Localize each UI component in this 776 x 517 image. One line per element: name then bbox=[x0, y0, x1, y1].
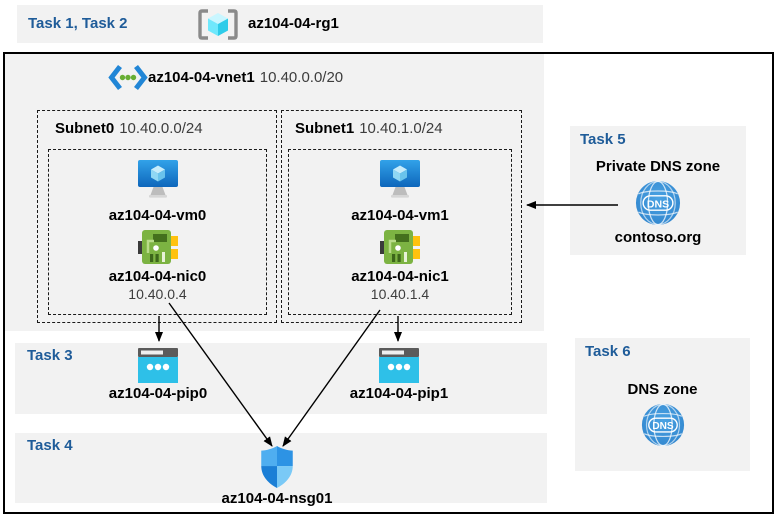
task3-band bbox=[15, 343, 547, 414]
pip0-label: az104-04-pip0 bbox=[108, 385, 208, 402]
subnet0-box bbox=[37, 110, 277, 323]
dns-zone-icon: DNS bbox=[641, 403, 684, 447]
vnet-cidr: 10.40.0.0/20 bbox=[259, 69, 344, 86]
subnet1-cidr: 10.40.1.0/24 bbox=[359, 120, 443, 137]
nsg-group: az104-04-nsg01 bbox=[197, 446, 357, 507]
subnet0-cidr: 10.40.0.0/24 bbox=[119, 120, 203, 137]
resource-group-band bbox=[17, 5, 543, 43]
task6-label: Task 6 bbox=[585, 343, 631, 360]
network-interface-icon bbox=[137, 230, 178, 264]
nic0-ip: 10.40.0.4 bbox=[128, 286, 187, 302]
virtual-machine-icon bbox=[137, 160, 178, 198]
nic1-ip: 10.40.1.4 bbox=[370, 286, 430, 302]
subnet0-name: Subnet0 bbox=[55, 120, 115, 137]
pip1-label: az104-04-pip1 bbox=[349, 385, 449, 402]
nsg-label: az104-04-nsg01 bbox=[221, 490, 333, 507]
network-interface-icon bbox=[380, 230, 420, 264]
task4-label: Task 4 bbox=[27, 437, 73, 454]
vm1-boundary-box bbox=[288, 149, 512, 315]
vm0-boundary-box bbox=[48, 149, 267, 315]
private-dns-group: Private DNS zone DNS contoso.org bbox=[570, 158, 746, 246]
task-1-2-label: Task 1, Task 2 bbox=[28, 15, 128, 32]
public-ip-icon bbox=[379, 348, 419, 383]
subnet1-box bbox=[281, 110, 522, 323]
virtual-network-icon bbox=[108, 64, 148, 91]
vm0-label: az104-04-vm0 bbox=[108, 207, 207, 224]
dns-icon-text: DNS bbox=[652, 421, 674, 432]
resource-group-icon bbox=[198, 9, 238, 40]
task3-label: Task 3 bbox=[27, 347, 73, 364]
subnet1-name: Subnet1 bbox=[295, 120, 355, 137]
resource-group-name: az104-04-rg1 bbox=[248, 15, 339, 32]
task5-label: Task 5 bbox=[580, 131, 626, 148]
vm1-group: az104-04-vm1 az104-04-nic1 10.40.1.4 bbox=[288, 149, 512, 302]
public-ip-icon bbox=[138, 348, 178, 383]
dns-zone-group: DNS zone DNS bbox=[575, 381, 750, 447]
virtual-machine-icon bbox=[380, 160, 420, 198]
pip0-group: az104-04-pip0 bbox=[98, 348, 218, 402]
dns-zone-title: DNS zone bbox=[627, 381, 698, 398]
vnet-name: az104-04-vnet1 bbox=[148, 69, 255, 86]
private-dns-title: Private DNS zone bbox=[595, 158, 721, 175]
vnet-region bbox=[5, 54, 544, 331]
nic0-label: az104-04-nic0 bbox=[108, 268, 207, 285]
nic1-label: az104-04-nic1 bbox=[351, 268, 449, 285]
private-dns-zone-name: contoso.org bbox=[614, 229, 702, 246]
network-security-group-icon bbox=[261, 446, 293, 488]
pip1-group: az104-04-pip1 bbox=[339, 348, 459, 402]
dns-icon-text: DNS bbox=[647, 198, 669, 210]
vm0-group: az104-04-vm0 az104-04-nic0 10.40.0.4 bbox=[48, 149, 267, 302]
vm1-label: az104-04-vm1 bbox=[351, 207, 449, 224]
dns-zone-icon: DNS bbox=[635, 180, 681, 226]
